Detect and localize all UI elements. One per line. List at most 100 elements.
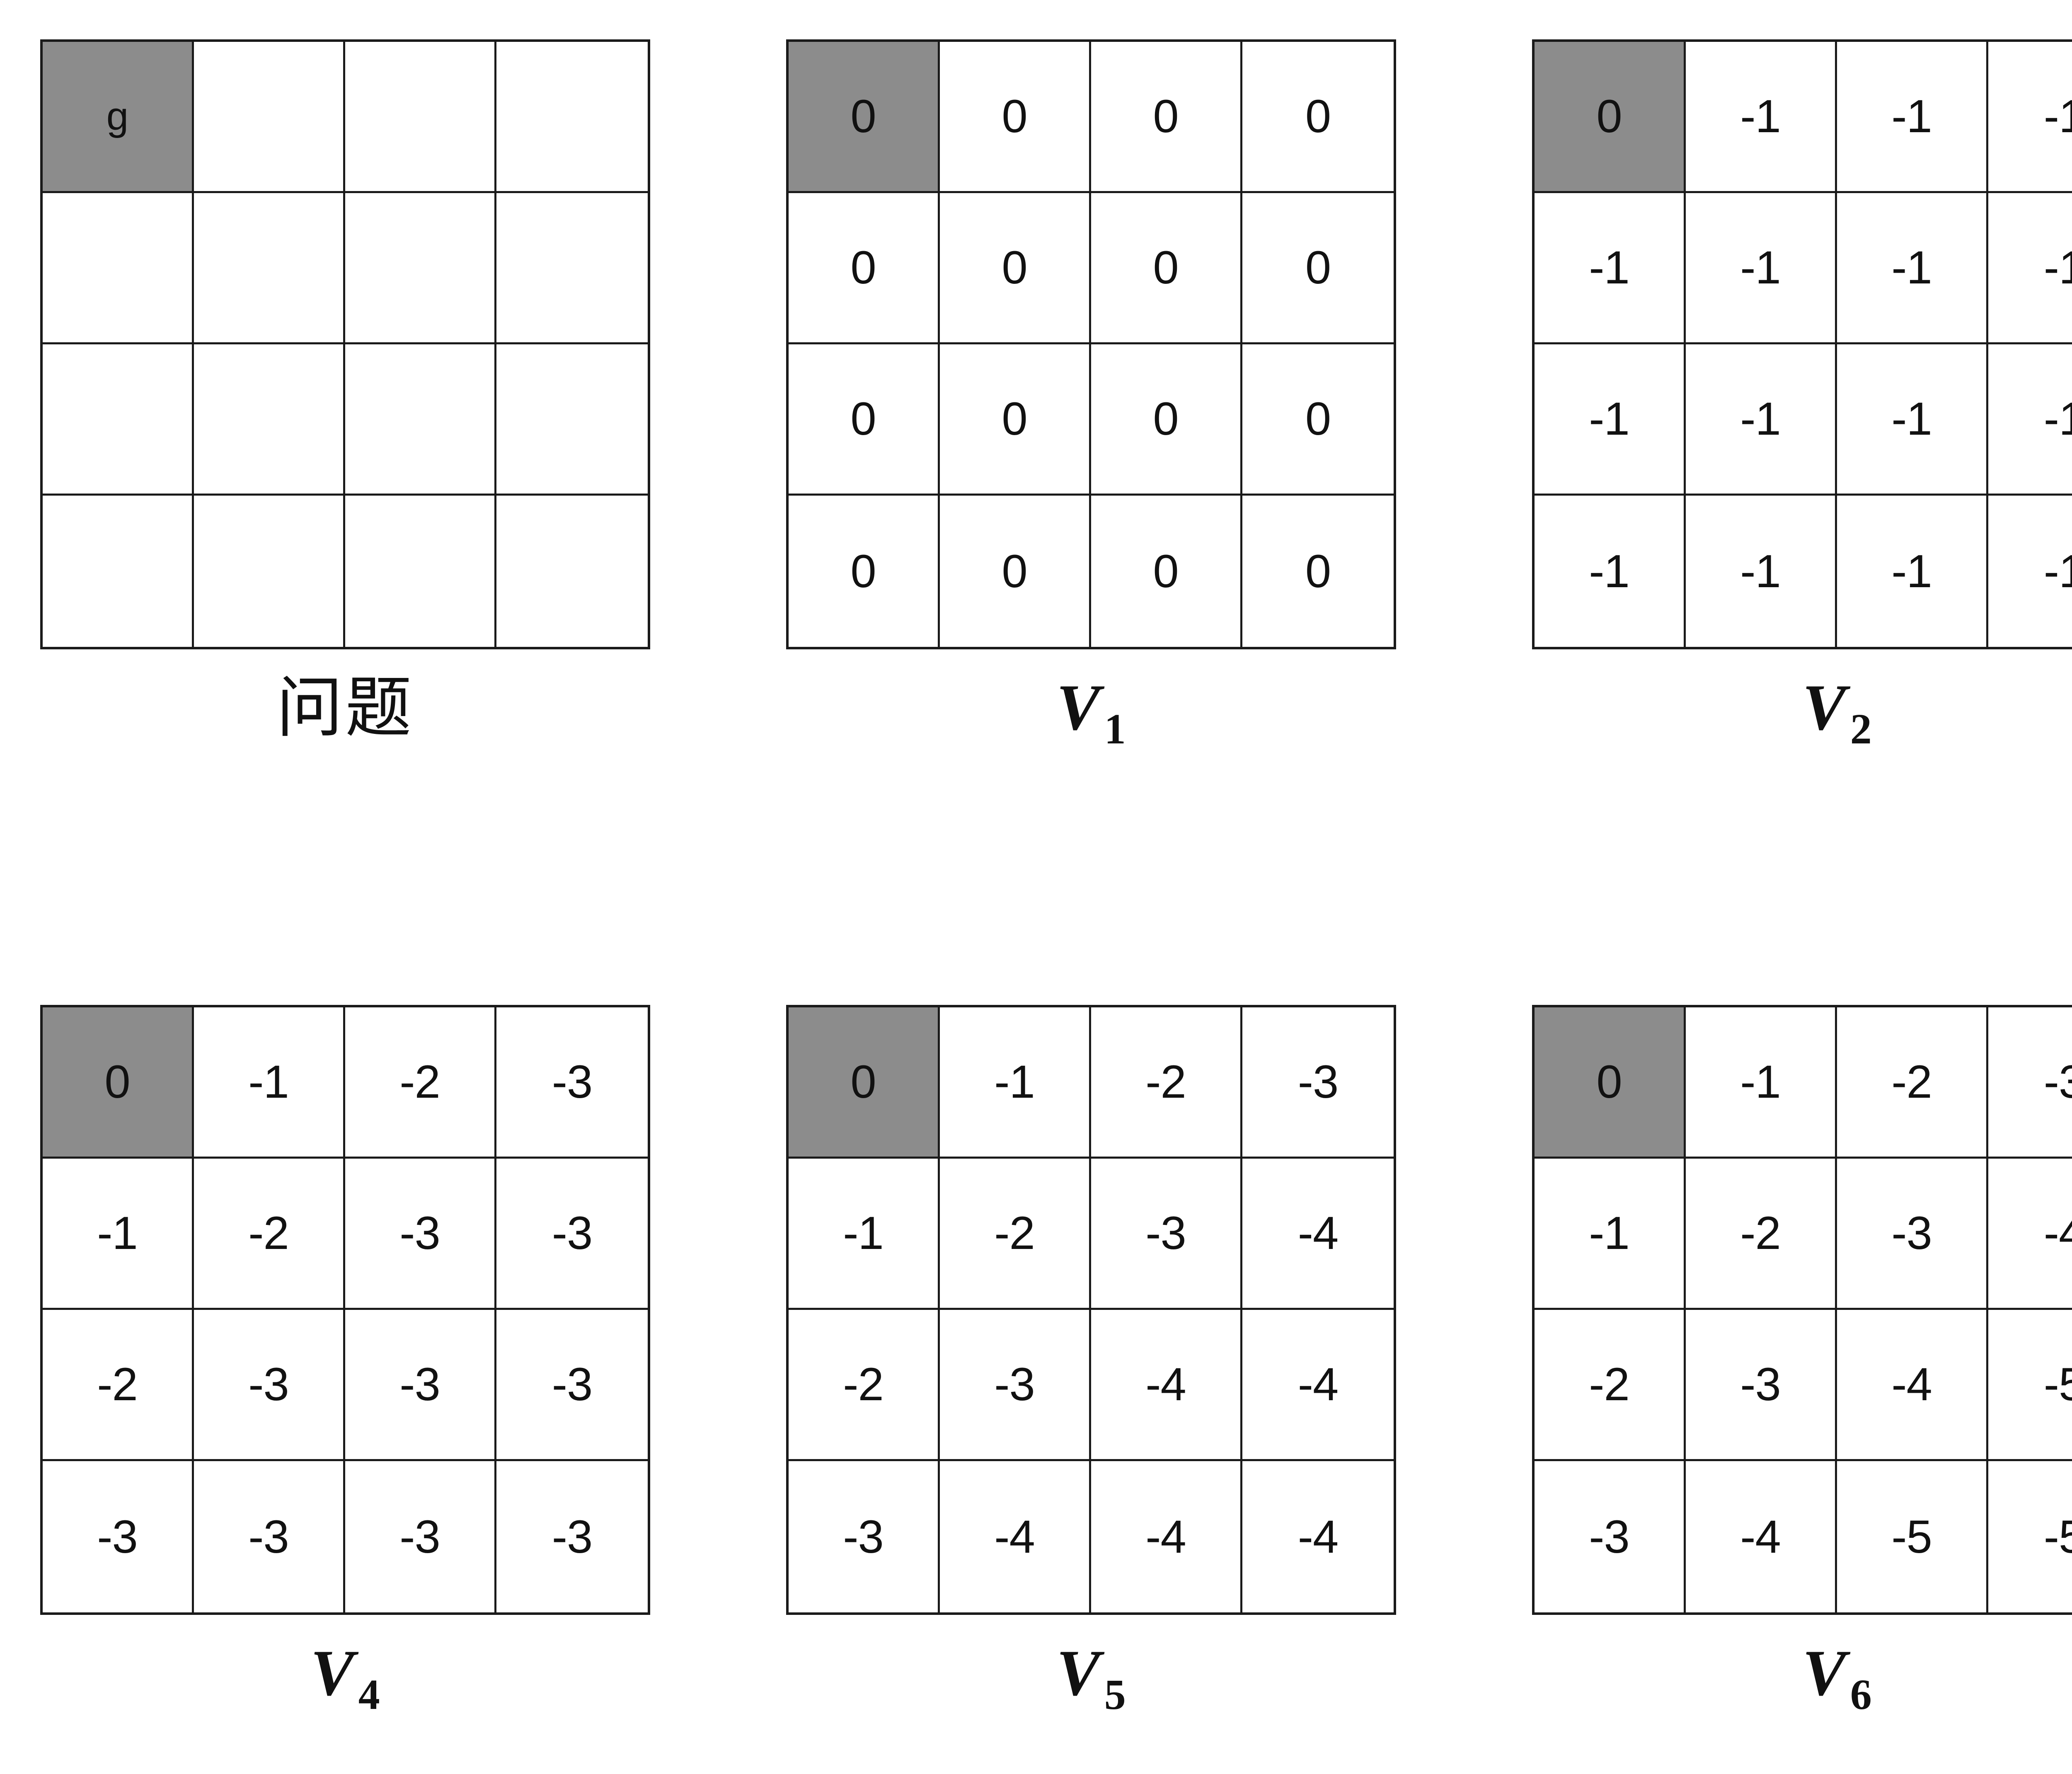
value-cell: -1 <box>1988 344 2072 496</box>
caption-base: V <box>1056 1637 1100 1709</box>
value-cell: -1 <box>1988 193 2072 344</box>
value-cell: 0 <box>789 344 940 496</box>
value-cell <box>496 496 648 647</box>
panel-caption-v1: V1 <box>786 675 1396 799</box>
value-cell: -1 <box>1988 42 2072 193</box>
value-cell <box>345 344 496 496</box>
value-cell: -1 <box>1988 496 2072 647</box>
value-cell: -2 <box>194 1159 345 1310</box>
caption-symbol: V4 <box>310 1641 380 1716</box>
value-cell: -3 <box>194 1461 345 1612</box>
value-grid-v2: 0-1-1-1-1-1-1-1-1-1-1-1-1-1-1-1 <box>1532 39 2072 649</box>
value-cell: -1 <box>1535 1159 1686 1310</box>
value-cell: 0 <box>1242 193 1394 344</box>
value-cell: -3 <box>496 1310 648 1461</box>
caption-text: 问题 <box>276 671 414 745</box>
value-cell: 0 <box>940 42 1091 193</box>
value-grid-v5: 0-1-2-3-1-2-3-4-2-3-4-4-3-4-4-4 <box>786 1005 1396 1615</box>
value-cell: -1 <box>194 1007 345 1159</box>
value-cell: -4 <box>1242 1159 1394 1310</box>
value-cell: -5 <box>1837 1461 1988 1612</box>
caption-subscript: 2 <box>1850 705 1872 753</box>
caption-base: V <box>1802 671 1846 744</box>
caption-subscript: 5 <box>1104 1671 1126 1718</box>
value-cell <box>345 42 496 193</box>
value-cell: 0 <box>1242 496 1394 647</box>
value-cell: -1 <box>1686 496 1837 647</box>
value-cell: -5 <box>1988 1310 2072 1461</box>
value-cell: -3 <box>1837 1159 1988 1310</box>
value-cell: -1 <box>1837 344 1988 496</box>
value-cell: -3 <box>496 1461 648 1612</box>
value-cell: -4 <box>1091 1310 1242 1461</box>
panel-caption-v4: V4 <box>40 1641 650 1765</box>
value-cell <box>194 193 345 344</box>
value-cell: -4 <box>1686 1461 1837 1612</box>
value-cell: -2 <box>345 1007 496 1159</box>
panel-problem: g 问题 <box>0 0 746 966</box>
value-cell: -1 <box>1535 344 1686 496</box>
caption-base: V <box>1802 1637 1846 1709</box>
value-cell: -2 <box>789 1310 940 1461</box>
panel-caption-v5: V5 <box>786 1641 1396 1765</box>
value-cell: -1 <box>789 1159 940 1310</box>
value-cell: -3 <box>1242 1007 1394 1159</box>
caption-subscript: 4 <box>358 1671 380 1718</box>
caption-symbol: V1 <box>1056 675 1126 751</box>
value-cell: -3 <box>940 1310 1091 1461</box>
value-cell: -2 <box>940 1159 1091 1310</box>
value-cell: -5 <box>1988 1461 2072 1612</box>
value-cell: -3 <box>43 1461 194 1612</box>
value-cell: -4 <box>1988 1159 2072 1310</box>
panel-caption-v2: V2 <box>1532 675 2072 799</box>
value-cell: -2 <box>1091 1007 1242 1159</box>
value-cell <box>496 193 648 344</box>
goal-cell: 0 <box>1535 1007 1686 1159</box>
value-grid-v6: 0-1-2-3-1-2-3-4-2-3-4-5-3-4-5-5 <box>1532 1005 2072 1615</box>
value-cell: -1 <box>1837 42 1988 193</box>
value-cell: -1 <box>1535 496 1686 647</box>
value-cell: -3 <box>194 1310 345 1461</box>
value-cell <box>496 344 648 496</box>
value-cell <box>345 496 496 647</box>
value-cell <box>194 496 345 647</box>
caption-symbol: V5 <box>1056 1641 1126 1716</box>
value-cell: -2 <box>1686 1159 1837 1310</box>
value-cell: -2 <box>43 1310 194 1461</box>
value-cell: -3 <box>1686 1310 1837 1461</box>
value-cell: -4 <box>1242 1310 1394 1461</box>
value-cell: -1 <box>1837 193 1988 344</box>
value-cell: 0 <box>940 193 1091 344</box>
value-cell: -4 <box>1091 1461 1242 1612</box>
value-cell: -2 <box>1837 1007 1988 1159</box>
value-cell: 0 <box>1091 42 1242 193</box>
value-cell: -3 <box>345 1159 496 1310</box>
value-cell: -3 <box>496 1007 648 1159</box>
value-cell: -2 <box>1535 1310 1686 1461</box>
panel-caption-v6: V6 <box>1532 1641 2072 1765</box>
caption-subscript: 6 <box>1850 1671 1872 1718</box>
value-cell: 0 <box>940 496 1091 647</box>
goal-cell: 0 <box>789 42 940 193</box>
value-cell <box>345 193 496 344</box>
value-cell: 0 <box>1091 193 1242 344</box>
value-grid-problem: g <box>40 39 650 649</box>
value-cell: -1 <box>1686 344 1837 496</box>
value-cell <box>43 193 194 344</box>
value-cell: -3 <box>1535 1461 1686 1612</box>
value-cell: -1 <box>1686 193 1837 344</box>
goal-cell: 0 <box>43 1007 194 1159</box>
value-cell: -1 <box>1837 496 1988 647</box>
value-cell <box>194 42 345 193</box>
value-cell: -1 <box>1686 42 1837 193</box>
panel-caption-problem: 问题 <box>40 675 650 799</box>
value-grid-v4: 0-1-2-3-1-2-3-3-2-3-3-3-3-3-3-3 <box>40 1005 650 1615</box>
goal-cell: 0 <box>1535 42 1686 193</box>
